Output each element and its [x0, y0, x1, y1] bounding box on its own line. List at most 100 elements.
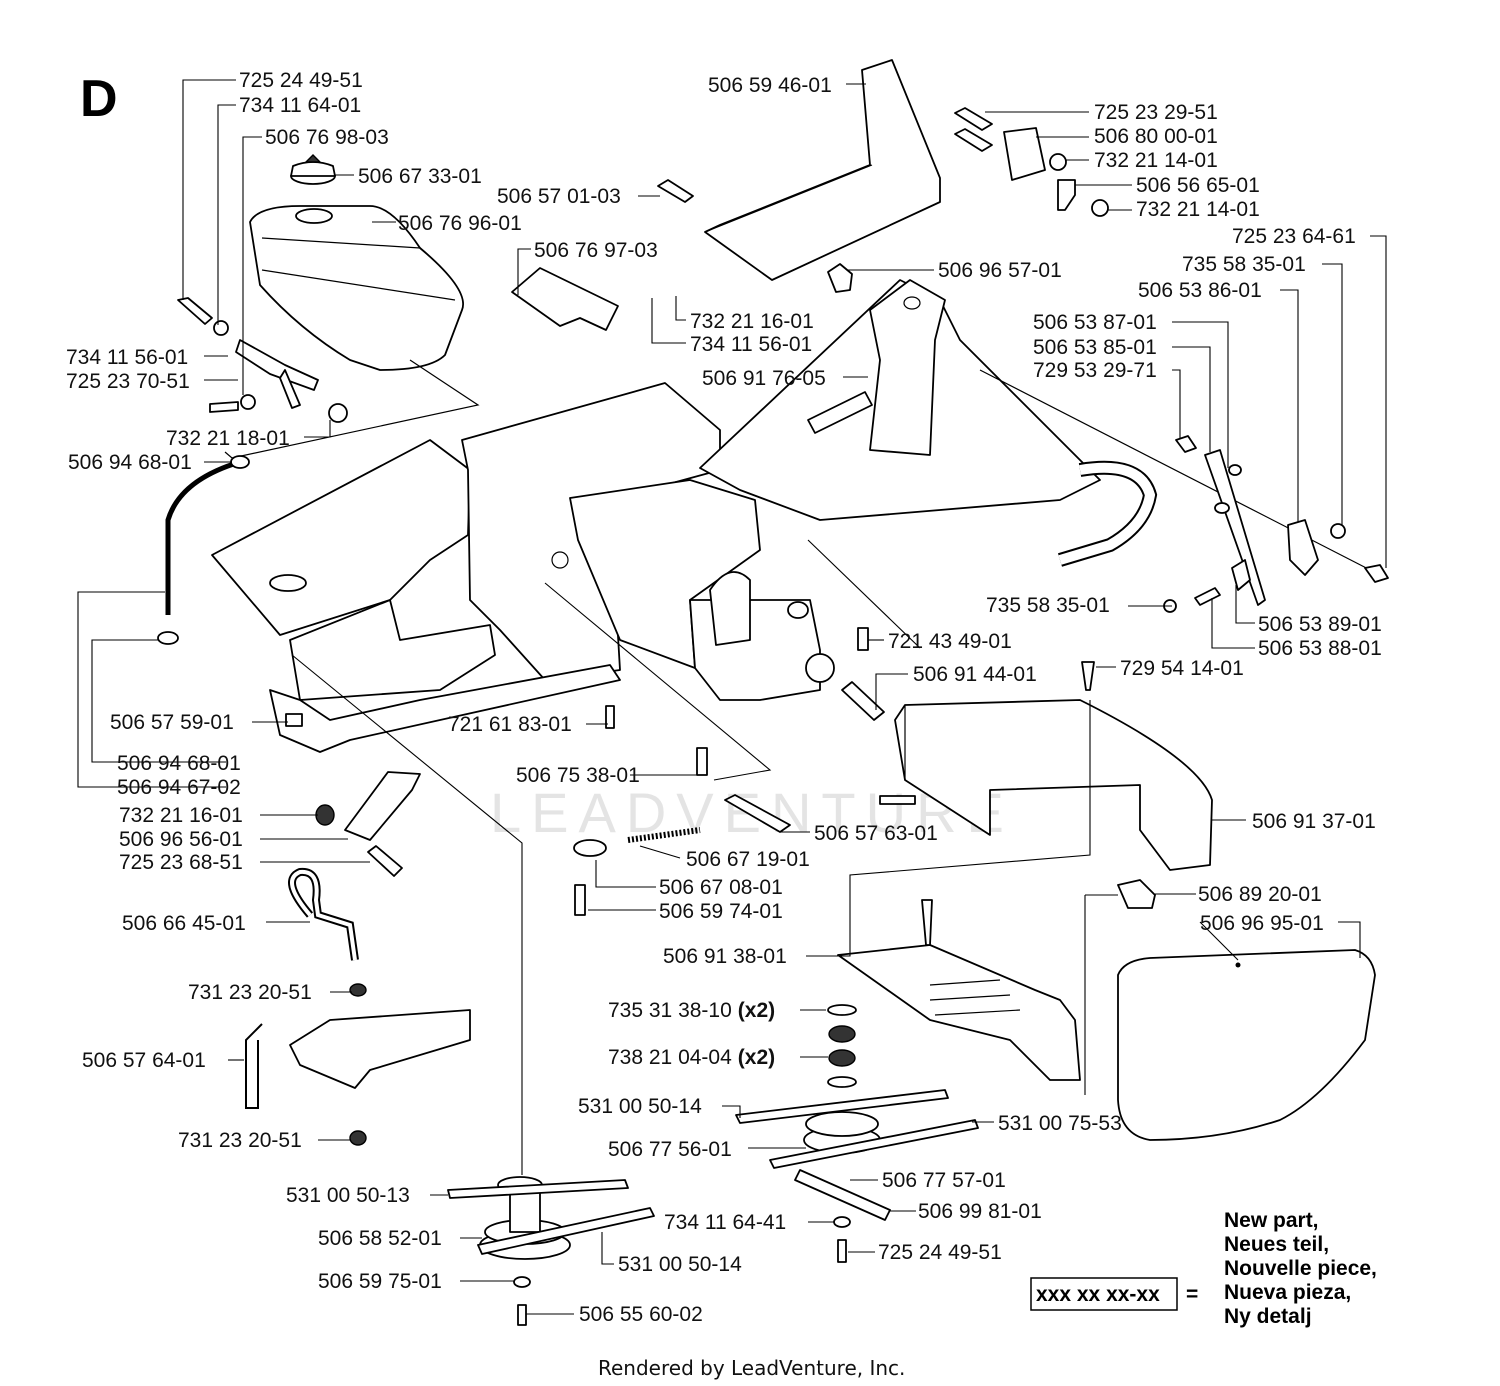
part-label: 506 59 75-01: [318, 1270, 442, 1293]
part-label: 506 96 56-01: [119, 828, 243, 851]
part-label: 725 23 68-51: [119, 851, 243, 874]
part-label: 506 96 57-01: [938, 259, 1062, 282]
part-label: 732 21 14-01: [1094, 149, 1218, 172]
part-drawings: [157, 59, 1389, 1326]
bracket-assembly: [954, 107, 1109, 217]
part-label: 506 58 52-01: [318, 1227, 442, 1250]
part-label: 725 24 49-51: [239, 69, 363, 92]
part-label: 506 80 00-01: [1094, 125, 1218, 148]
bolt-725-23-68-51: [367, 845, 403, 877]
part-label: 506 99 81-01: [918, 1200, 1042, 1223]
part-label: 506 57 63-01: [814, 822, 938, 845]
j-bolt-inner: [290, 869, 357, 961]
nut-732-21-16-01: [315, 804, 335, 826]
tank-bracket-clip: [279, 369, 301, 409]
bolt-506-57-01-03: [657, 179, 694, 203]
belt-cover: [894, 699, 1213, 871]
part-label: 506 67 19-01: [686, 848, 810, 871]
part-label: 721 43 49-01: [888, 630, 1012, 653]
legend-sample: xxx xx xx-xx: [1036, 1283, 1160, 1306]
part-label: 531 00 50-14: [618, 1253, 742, 1276]
bearing-738-21-04-04-bottom: [828, 1049, 856, 1067]
part-label: 506 96 95-01: [1200, 912, 1324, 935]
deflector: [837, 944, 1081, 1081]
pulley-center: [735, 1089, 979, 1263]
part-label: 506 91 38-01: [663, 945, 787, 968]
part-label: 506 77 57-01: [882, 1169, 1006, 1192]
part-label: 506 76 97-03: [534, 239, 658, 262]
part-label: 506 66 45-01: [122, 912, 246, 935]
legend: xxx xx xx-xx = New part, Neues teil, Nou…: [1030, 1209, 1377, 1328]
seat-panel: [704, 59, 941, 281]
hardware-left: [177, 297, 348, 423]
legend-equals: =: [1186, 1283, 1198, 1306]
spring-assembly: [573, 794, 791, 916]
legend-line: Neues teil,: [1224, 1233, 1329, 1256]
part-label: 734 11 56-01: [66, 346, 188, 369]
part-label: 506 89 20-01: [1198, 883, 1322, 906]
part-label: 506 57 64-01: [82, 1049, 206, 1072]
part-label: 734 11 64-01: [239, 94, 361, 117]
part-label: 732 21 18-01: [166, 427, 290, 450]
part-label: 506 67 33-01: [358, 165, 482, 188]
pulley-left: [447, 1176, 655, 1326]
side-panel: [1117, 949, 1376, 1141]
linkage-rod: [979, 369, 1389, 613]
screw-deflector: [921, 899, 933, 946]
part-label: 735 31 38-10(x2): [608, 999, 775, 1022]
tank-bracket-left: [235, 339, 319, 391]
part-label: 734 11 56-01: [690, 333, 812, 356]
part-label: 725 23 64-61: [1232, 225, 1356, 248]
legend-line: Ny detalj: [1224, 1305, 1312, 1328]
fuel-tank: [249, 205, 464, 371]
part-label: 729 54 14-01: [1120, 657, 1244, 680]
part-label: 721 61 83-01: [448, 713, 572, 736]
part-label: 732 21 16-01: [119, 804, 243, 827]
mount-plate-lower: [289, 1009, 471, 1089]
part-label: 732 21 16-01: [690, 310, 814, 333]
part-label: 506 53 87-01: [1033, 311, 1157, 334]
part-label: 506 59 74-01: [659, 900, 783, 923]
part-label: 729 53 29-71: [1033, 359, 1157, 382]
part-label: 506 94 68-01: [117, 752, 241, 775]
footer-credit: Rendered by LeadVenture, Inc.: [598, 1356, 905, 1380]
part-label: 506 94 68-01: [68, 451, 192, 474]
part-label: 506 53 89-01: [1258, 613, 1382, 636]
part-label: 506 56 65-01: [1136, 174, 1260, 197]
legend-sample-box: [1030, 1277, 1178, 1311]
bracket-506-96-56-01: [344, 771, 421, 841]
spacer-735-31-38-10-b: [827, 1076, 857, 1088]
legend-line: Nueva pieza,: [1224, 1281, 1351, 1304]
part-label: 506 91 37-01: [1252, 810, 1376, 833]
part-label: 531 00 50-14: [578, 1095, 702, 1118]
part-label: 506 55 60-02: [579, 1303, 703, 1326]
part-label: 506 67 08-01: [659, 876, 783, 899]
part-label: 506 77 56-01: [608, 1138, 732, 1161]
part-label: 506 53 86-01: [1138, 279, 1262, 302]
tank-bracket-right: [511, 267, 619, 331]
part-label: 725 23 70-51: [66, 370, 190, 393]
part-label: 731 23 20-51: [178, 1129, 302, 1152]
pin-721-43-49-01: [857, 627, 869, 651]
washer-506-57-59-01: [285, 713, 303, 727]
pin-721-61-83-01: [605, 705, 615, 729]
screw-729-54-14-01: [1081, 661, 1095, 691]
part-label: 531 00 50-13: [286, 1184, 410, 1207]
clip-506-89-20-01: [1117, 879, 1156, 909]
part-label: 506 94 67-02: [117, 776, 241, 799]
section-letter: D: [80, 70, 118, 128]
leader-lines: [77, 79, 1387, 1315]
part-label: 506 91 76-05: [702, 367, 826, 390]
part-label: 506 59 46-01: [708, 74, 832, 97]
spacer-735-31-38-10: [827, 1004, 857, 1016]
pin-506-91-44-01: [841, 681, 885, 721]
part-labels: 725 24 49-51 734 11 64-01 506 76 98-03 5…: [66, 69, 1382, 1326]
legend-line: New part,: [1224, 1209, 1319, 1232]
part-label: 731 23 20-51: [188, 981, 312, 1004]
part-label: 732 21 14-01: [1136, 198, 1260, 221]
plug-506-96-57-01: [827, 263, 853, 293]
screw-cover-side: [879, 795, 916, 805]
bearing-738-21-04-04-top: [828, 1025, 856, 1043]
rod-506-57-64-01: [245, 1023, 263, 1109]
